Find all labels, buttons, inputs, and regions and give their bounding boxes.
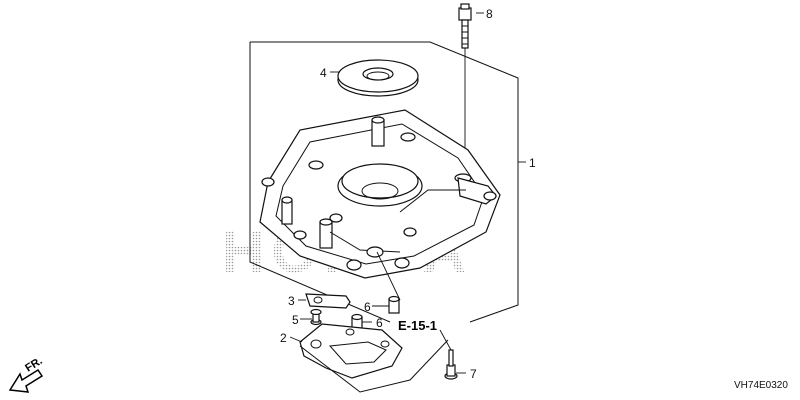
callout-8: 8 — [486, 7, 493, 21]
front-direction-arrow-icon — [8, 368, 44, 393]
part-5-screw — [310, 308, 322, 326]
callout-2: 2 — [280, 331, 287, 345]
callout-5: 5 — [292, 313, 299, 327]
callout-1: 1 — [529, 156, 536, 170]
callout-7: 7 — [470, 367, 477, 381]
part-3-plate — [305, 293, 351, 309]
diagram-code: VH74E0320 — [734, 380, 788, 391]
part-7-bolt — [439, 329, 458, 380]
part-4-oil-seal — [337, 59, 419, 97]
front-direction-label: FR. — [23, 355, 44, 375]
reference-code: E-15-1 — [398, 318, 437, 333]
lower-assembly-bracket — [299, 339, 449, 393]
callout-leaders — [289, 12, 526, 374]
callout-3: 3 — [288, 294, 295, 308]
part-1-case-cover — [259, 109, 501, 301]
callout-6-upper: 6 — [364, 300, 371, 314]
callout-6-lower: 6 — [376, 316, 383, 330]
callout-4: 4 — [320, 66, 327, 80]
part-6-dowel-pin-lower — [351, 313, 363, 332]
part-2-gasket — [299, 323, 403, 379]
part-6-dowel-pin-upper — [388, 295, 400, 314]
